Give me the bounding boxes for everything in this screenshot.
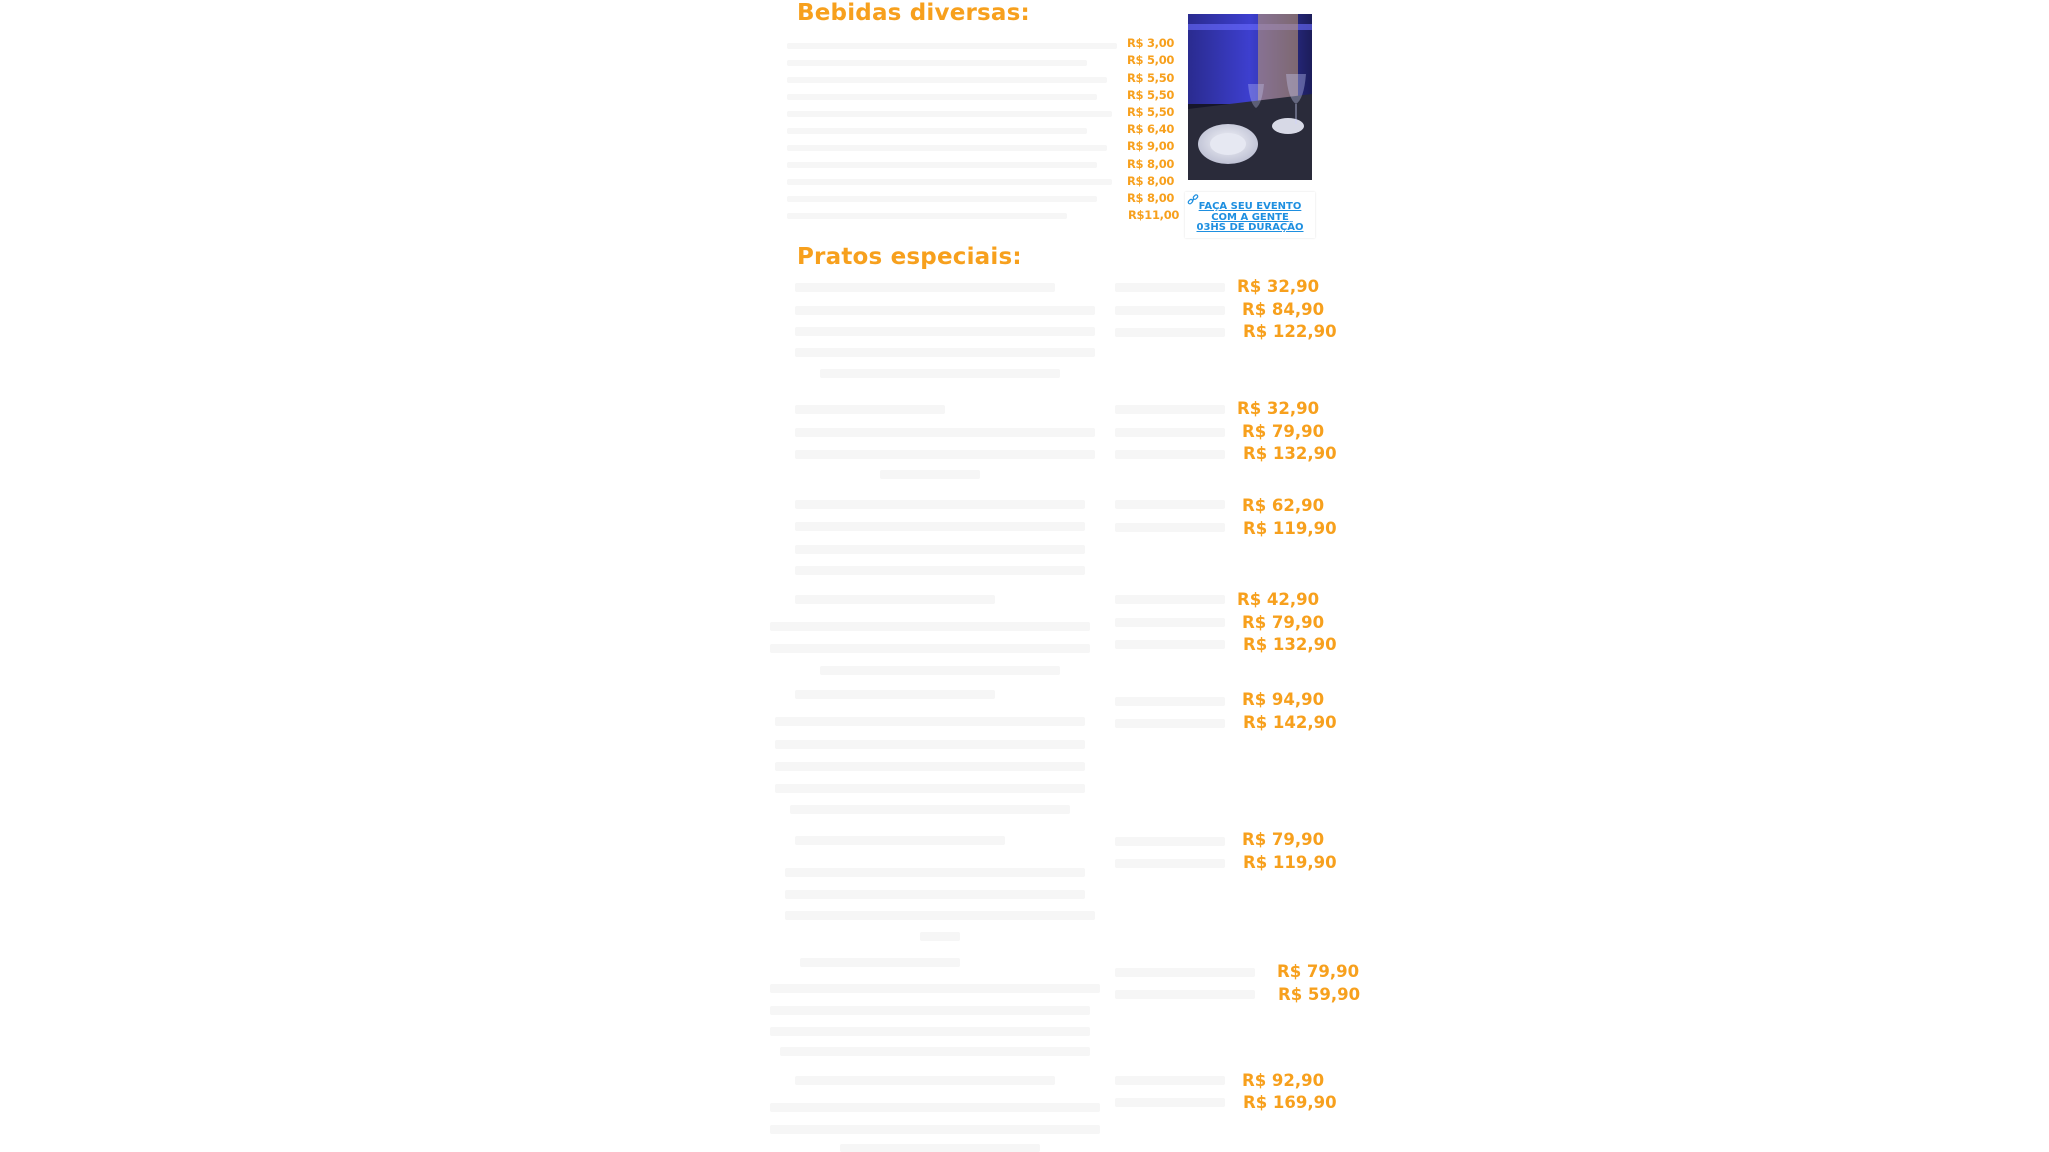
dish-price: R$ 79,90: [1242, 422, 1325, 441]
dish-price: R$ 94,90: [1242, 690, 1325, 709]
dish-price: R$ 79,90: [1277, 962, 1360, 981]
dish-price: R$ 119,90: [1243, 519, 1337, 538]
restaurant-photo: [1188, 14, 1312, 180]
dish-price: R$ 142,90: [1243, 713, 1337, 732]
dish-price: R$ 122,90: [1243, 322, 1337, 341]
dish-price: R$ 132,90: [1243, 444, 1337, 463]
drink-price: R$ 5,00: [1127, 53, 1175, 67]
drink-price: R$11,00: [1128, 208, 1180, 222]
event-link-line2[interactable]: COM A GENTE: [1211, 211, 1289, 223]
dish-price: R$ 169,90: [1243, 1093, 1337, 1112]
drink-price: R$ 5,50: [1127, 105, 1175, 119]
dish-price: R$ 79,90: [1242, 830, 1325, 849]
drink-price: R$ 6,40: [1127, 122, 1175, 136]
drink-price: R$ 8,00: [1127, 157, 1175, 171]
drink-price: R$ 8,00: [1127, 191, 1175, 205]
dish-price: R$ 132,90: [1243, 635, 1337, 654]
dish-price: R$ 42,90: [1237, 590, 1320, 609]
dish-price: R$ 92,90: [1242, 1071, 1325, 1090]
drink-price: R$ 3,00: [1127, 36, 1175, 50]
dish-price: R$ 32,90: [1237, 399, 1320, 418]
event-link-line1[interactable]: FAÇA SEU EVENTO: [1198, 201, 1302, 212]
dish-price: R$ 32,90: [1237, 277, 1320, 296]
drink-price: R$ 5,50: [1127, 71, 1175, 85]
dish-price: R$ 59,90: [1278, 985, 1361, 1004]
event-promo-box[interactable]: FAÇA SEU EVENTO COM A GENTE 03HS DE DURA…: [1185, 192, 1315, 238]
dish-price: R$ 62,90: [1242, 496, 1325, 515]
dishes-section-title: Pratos especiais:: [797, 244, 1022, 270]
event-link-line3[interactable]: 03HS DE DURAÇÃO: [1196, 222, 1304, 233]
drinks-section-title: Bebidas diversas:: [797, 0, 1030, 26]
link-icon: [1187, 194, 1199, 206]
dish-price: R$ 79,90: [1242, 613, 1325, 632]
drink-price: R$ 5,50: [1127, 88, 1175, 102]
dish-price: R$ 84,90: [1242, 300, 1325, 319]
drink-price: R$ 9,00: [1127, 139, 1175, 153]
dish-price: R$ 119,90: [1243, 853, 1337, 872]
drink-price: R$ 8,00: [1127, 174, 1175, 188]
